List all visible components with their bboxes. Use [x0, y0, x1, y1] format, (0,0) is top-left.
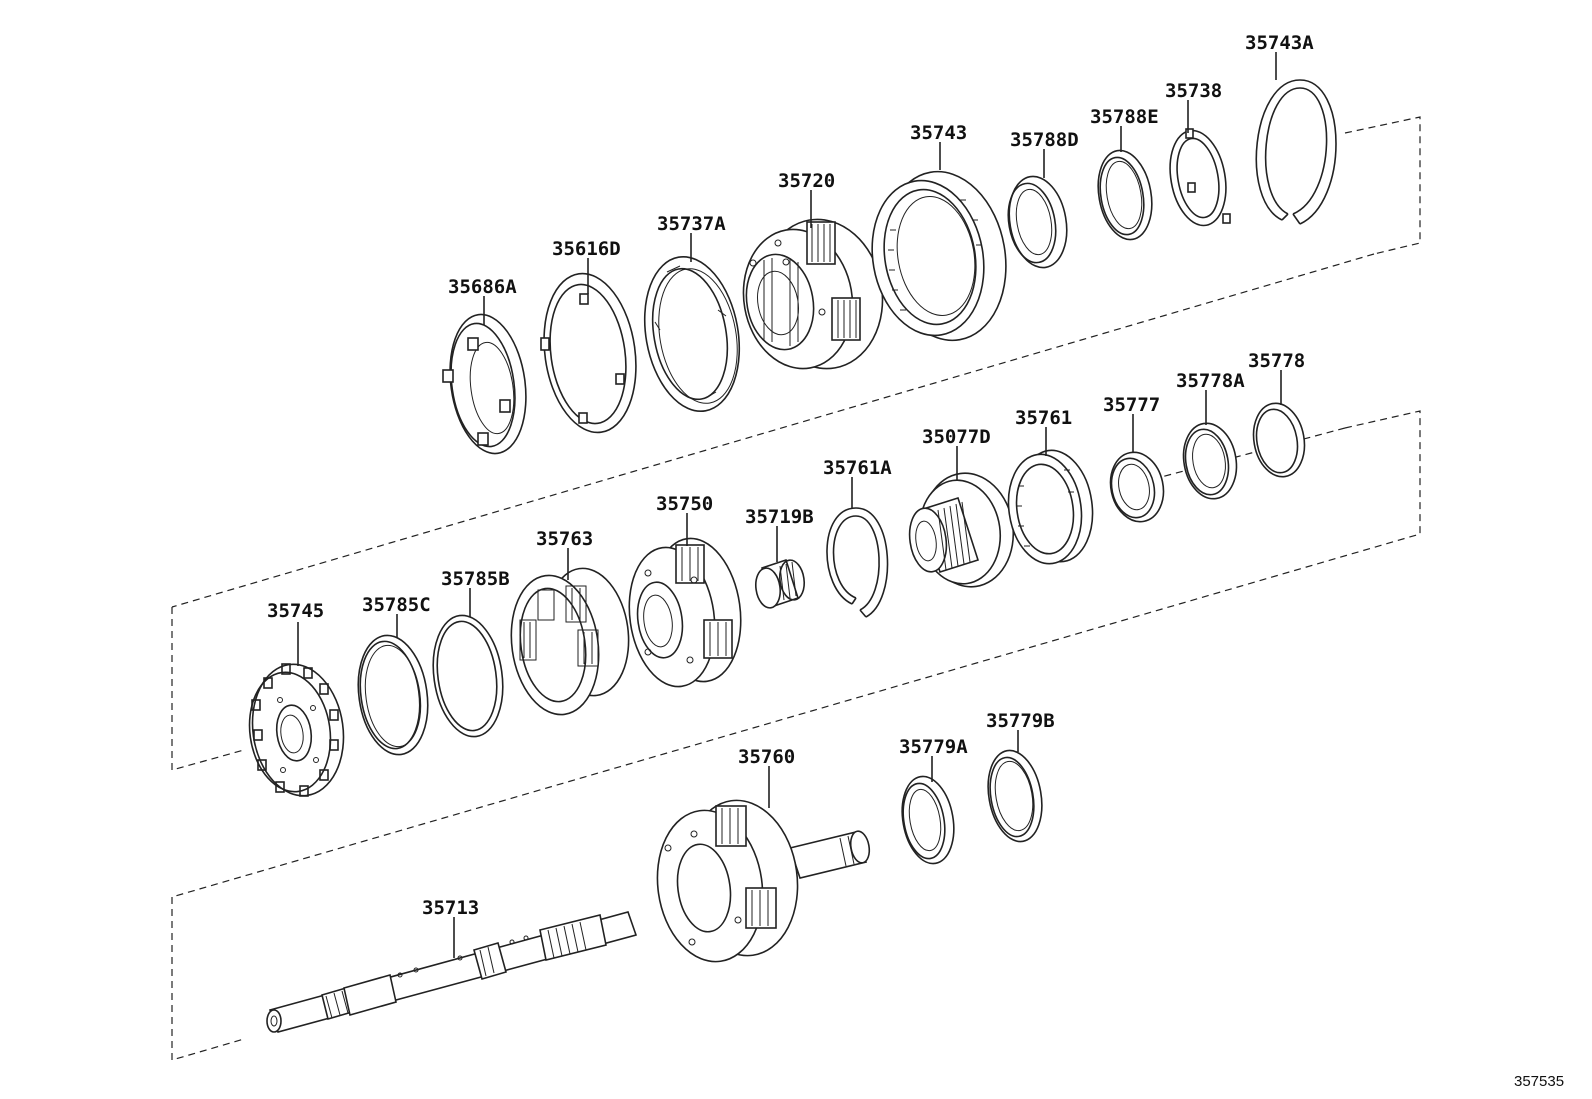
label-35738: 35738 [1165, 80, 1222, 102]
label-35777: 35777 [1103, 394, 1160, 416]
part-35779B[interactable] [981, 746, 1048, 846]
label-35719B: 35719B [745, 506, 814, 528]
part-35785C[interactable] [351, 631, 435, 759]
part-labels: 35743A 35738 35788E 35788D 35743 35720 3… [267, 32, 1564, 1090]
group-frame-lower [171, 897, 245, 1061]
part-35720[interactable] [733, 210, 894, 379]
label-35785B: 35785B [441, 568, 510, 590]
part-35750[interactable] [621, 533, 750, 692]
label-35779A: 35779A [899, 736, 968, 758]
label-35788D: 35788D [1010, 129, 1079, 151]
part-35745[interactable] [242, 658, 352, 801]
label-35616D: 35616D [552, 238, 621, 260]
label-35743A: 35743A [1245, 32, 1314, 54]
part-35616D[interactable] [534, 268, 645, 439]
label-35761: 35761 [1015, 407, 1072, 429]
part-35761[interactable] [1002, 446, 1100, 569]
label-35713: 35713 [422, 897, 479, 919]
label-35720: 35720 [778, 170, 835, 192]
part-35778A[interactable] [1178, 419, 1242, 503]
label-35743: 35743 [910, 122, 967, 144]
part-35737A[interactable] [633, 249, 751, 419]
label-35745: 35745 [267, 600, 324, 622]
part-35719B[interactable] [753, 558, 806, 610]
part-35760[interactable] [648, 793, 872, 968]
label-35750: 35750 [656, 493, 713, 515]
label-35763: 35763 [536, 528, 593, 550]
part-35778[interactable] [1248, 399, 1310, 481]
label-35785C: 35785C [362, 594, 431, 616]
label-35760: 35760 [738, 746, 795, 768]
part-35738[interactable] [1163, 126, 1233, 230]
label-35077D: 35077D [922, 426, 991, 448]
part-35743[interactable] [860, 162, 1019, 350]
part-35788D[interactable] [1002, 172, 1073, 272]
label-35761A: 35761A [823, 457, 892, 479]
part-35763[interactable] [503, 563, 637, 720]
leader-lines [297, 52, 1282, 958]
part-35788E[interactable] [1092, 146, 1159, 244]
figure-number: 357535 [1514, 1073, 1564, 1090]
part-35743A[interactable] [1255, 79, 1337, 225]
label-35737A: 35737A [657, 213, 726, 235]
label-35778: 35778 [1248, 350, 1305, 372]
group-frame-upper [1344, 116, 1421, 255]
label-35778A: 35778A [1176, 370, 1245, 392]
part-35761A[interactable] [826, 507, 889, 618]
label-35779B: 35779B [986, 710, 1055, 732]
part-35713[interactable] [266, 911, 638, 1033]
label-35788E: 35788E [1090, 106, 1159, 128]
part-35785B[interactable] [426, 611, 510, 741]
label-35686A: 35686A [448, 276, 517, 298]
part-35077D[interactable] [906, 467, 1021, 592]
part-35686A[interactable] [442, 310, 535, 459]
group-frame-middle [171, 253, 1421, 898]
part-35779A[interactable] [896, 772, 961, 867]
part-35777[interactable] [1104, 447, 1169, 526]
